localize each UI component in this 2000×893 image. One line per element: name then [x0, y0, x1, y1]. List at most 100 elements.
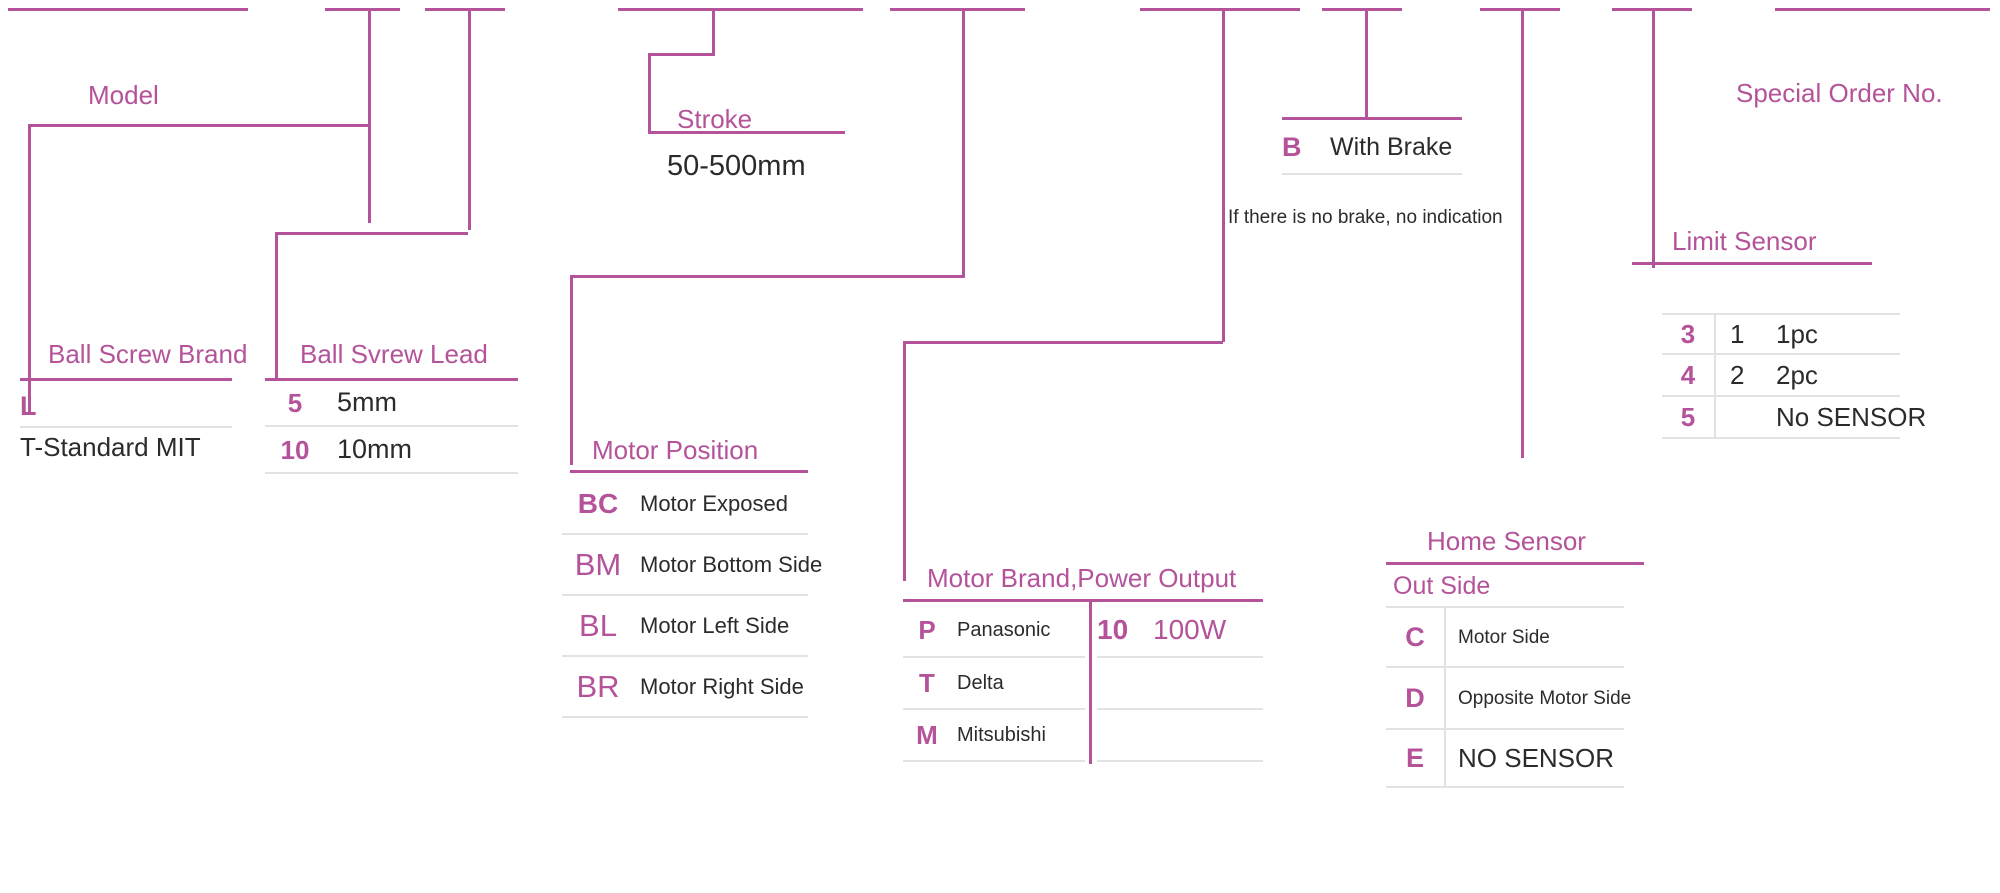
group-label-motor-position: Motor Position: [592, 435, 759, 465]
table-row[interactable]: BL Motor Left Side: [562, 596, 808, 657]
group-label-limit-sensor: Limit Sensor: [1672, 226, 1817, 256]
option-code: 10: [280, 434, 310, 465]
rule-ball-screw-brand: [20, 378, 232, 381]
option-desc: Motor Exposed: [640, 490, 788, 516]
table-home-sensor: C Motor Side D Opposite Motor Side E NO …: [1386, 606, 1631, 788]
connector-drop-lead: [468, 8, 471, 230]
table-row[interactable]: [1097, 658, 1263, 710]
connector-lead-bracket-h: [275, 232, 468, 235]
rule-motor-position: [570, 470, 808, 473]
connector-lead-bracket-v: [275, 232, 278, 380]
rule-ball-screw-lead: [265, 378, 518, 381]
connector-drop-motorbrand: [1222, 8, 1225, 342]
connector-motorpos-bracket-h: [570, 275, 962, 278]
option-desc: 10mm: [337, 434, 413, 464]
table-ball-screw-brand: L: [20, 386, 232, 428]
connector-motorpos-bracket-v: [570, 275, 573, 465]
option-code: P: [918, 614, 936, 645]
group-label-model: Model: [88, 80, 159, 110]
option-code: T: [919, 668, 935, 698]
table-limit-sensor: 3 1 1pc 4 2 2pc 5 No SENSOR: [1662, 313, 1926, 439]
connector-drop-limitsensor: [1652, 8, 1655, 268]
table-row[interactable]: T Delta: [903, 658, 1085, 710]
connector-top-stub-homesensor: [1480, 8, 1560, 11]
rule-brake-top: [1282, 117, 1462, 120]
group-label-home-sensor: Home Sensor: [1427, 526, 1586, 556]
option-code: D: [1405, 682, 1425, 713]
option-code: BR: [576, 669, 620, 704]
option-desc: Motor Side: [1444, 608, 1624, 666]
connector-drop-stroke-a: [712, 8, 715, 56]
option-code: 3: [1680, 319, 1696, 349]
connector-model-bracket-h: [28, 124, 368, 127]
divider-motor-brand-power: [1089, 599, 1092, 764]
option-code: 4: [1680, 360, 1696, 390]
table-row[interactable]: E NO SENSOR: [1386, 730, 1624, 788]
option-desc: Motor Bottom Side: [640, 551, 823, 577]
connector-drop-brand: [368, 8, 371, 223]
table-row[interactable]: 5 No SENSOR: [1662, 397, 1926, 439]
rule-motor-brand-power: [903, 599, 1263, 602]
table-row[interactable]: BC Motor Exposed: [562, 474, 808, 535]
table-ball-screw-lead: 5 5mm 10 10mm: [265, 380, 518, 474]
connector-top-stub-stroke: [618, 8, 863, 11]
home-sensor-subtitle: Out Side: [1393, 572, 1491, 600]
option-code: C: [1405, 621, 1425, 652]
option-desc: Mitsubishi: [957, 724, 1046, 746]
option-code: M: [916, 720, 938, 750]
rule-home-sensor: [1386, 562, 1644, 565]
option-desc: 5mm: [337, 387, 397, 417]
table-motor-position: BC Motor Exposed BM Motor Bottom Side BL…: [562, 474, 822, 718]
option-desc: No SENSOR: [1776, 402, 1927, 432]
option-code: L: [20, 390, 37, 421]
brake-note: If there is no brake, no indication: [1228, 207, 1503, 228]
connector-top-stub-motorbrand: [1140, 8, 1300, 11]
table-row[interactable]: P Panasonic: [903, 603, 1085, 658]
table-row[interactable]: L: [20, 386, 232, 428]
connector-motorbrand-bracket-v: [903, 341, 906, 581]
table-brake: B With Brake: [1282, 122, 1462, 175]
group-label-ball-screw-brand: Ball Screw Brand: [48, 339, 248, 369]
table-row[interactable]: 10 10mm: [265, 427, 518, 474]
option-code: BL: [579, 608, 617, 643]
option-desc: 100W: [1153, 613, 1227, 645]
table-row[interactable]: BR Motor Right Side: [562, 657, 808, 718]
option-desc: Motor Left Side: [640, 612, 790, 638]
connector-model-bracket-v: [28, 124, 31, 414]
table-row[interactable]: 4 2 2pc: [1662, 355, 1900, 397]
option-desc: Panasonic: [957, 618, 1051, 641]
option-desc: 1pc: [1776, 319, 1818, 349]
option-code: BC: [577, 487, 619, 519]
stroke-value: 50-500mm: [667, 150, 806, 182]
connector-elbow-stroke: [648, 53, 714, 56]
table-row[interactable]: D Opposite Motor Side: [1386, 668, 1631, 730]
table-row[interactable]: M Mitsubishi: [903, 710, 1085, 762]
group-label-special-order: Special Order No.: [1736, 78, 1943, 108]
option-desc: Opposite Motor Side: [1444, 668, 1631, 728]
connector-drop-motorpos: [962, 8, 965, 278]
table-row[interactable]: [1097, 710, 1263, 762]
table-row[interactable]: C Motor Side: [1386, 606, 1624, 668]
table-motor-brand: P Panasonic T Delta M Mitsubishi: [903, 603, 1085, 762]
connector-top-stub-brake: [1322, 8, 1402, 11]
connector-drop-stroke-b: [648, 53, 651, 131]
option-code: 10: [1097, 613, 1129, 645]
option-desc: 2pc: [1776, 360, 1818, 390]
table-row[interactable]: 3 1 1pc: [1662, 313, 1900, 355]
table-row[interactable]: 10 100W: [1097, 603, 1263, 658]
ball-screw-brand-note: T-Standard MIT: [20, 432, 201, 462]
connector-top-stub-brand: [325, 8, 400, 11]
table-row[interactable]: BM Motor Bottom Side: [562, 535, 822, 596]
group-label-ball-screw-lead: Ball Svrew Lead: [300, 339, 488, 369]
connector-top-stub-model: [8, 8, 248, 11]
table-row[interactable]: 5 5mm: [265, 380, 518, 427]
connector-motorbrand-bracket-h: [903, 341, 1223, 344]
table-row[interactable]: B With Brake: [1282, 122, 1462, 175]
option-qty: 2: [1714, 355, 1764, 395]
connector-top-stub-motorpos: [890, 8, 1025, 11]
option-desc: Delta: [957, 672, 1004, 694]
connector-drop-homesensor: [1521, 8, 1524, 458]
connector-drop-brake: [1365, 8, 1368, 120]
option-code: BM: [574, 547, 622, 582]
